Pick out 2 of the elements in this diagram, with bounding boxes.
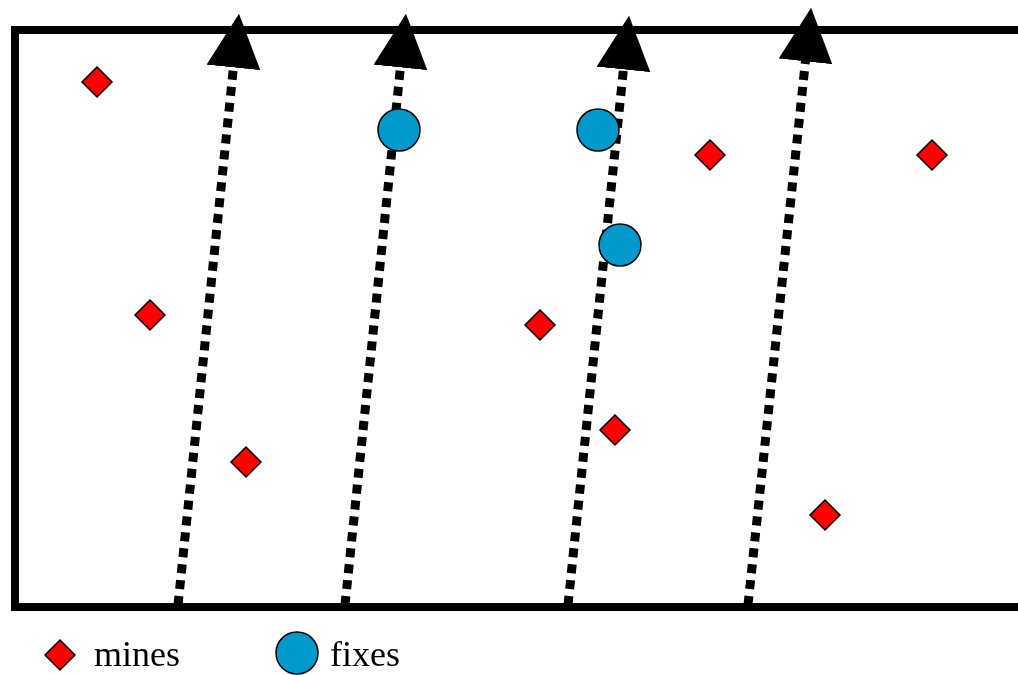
legend-label: fixes [330,634,400,674]
legend-label: mines [94,634,180,674]
